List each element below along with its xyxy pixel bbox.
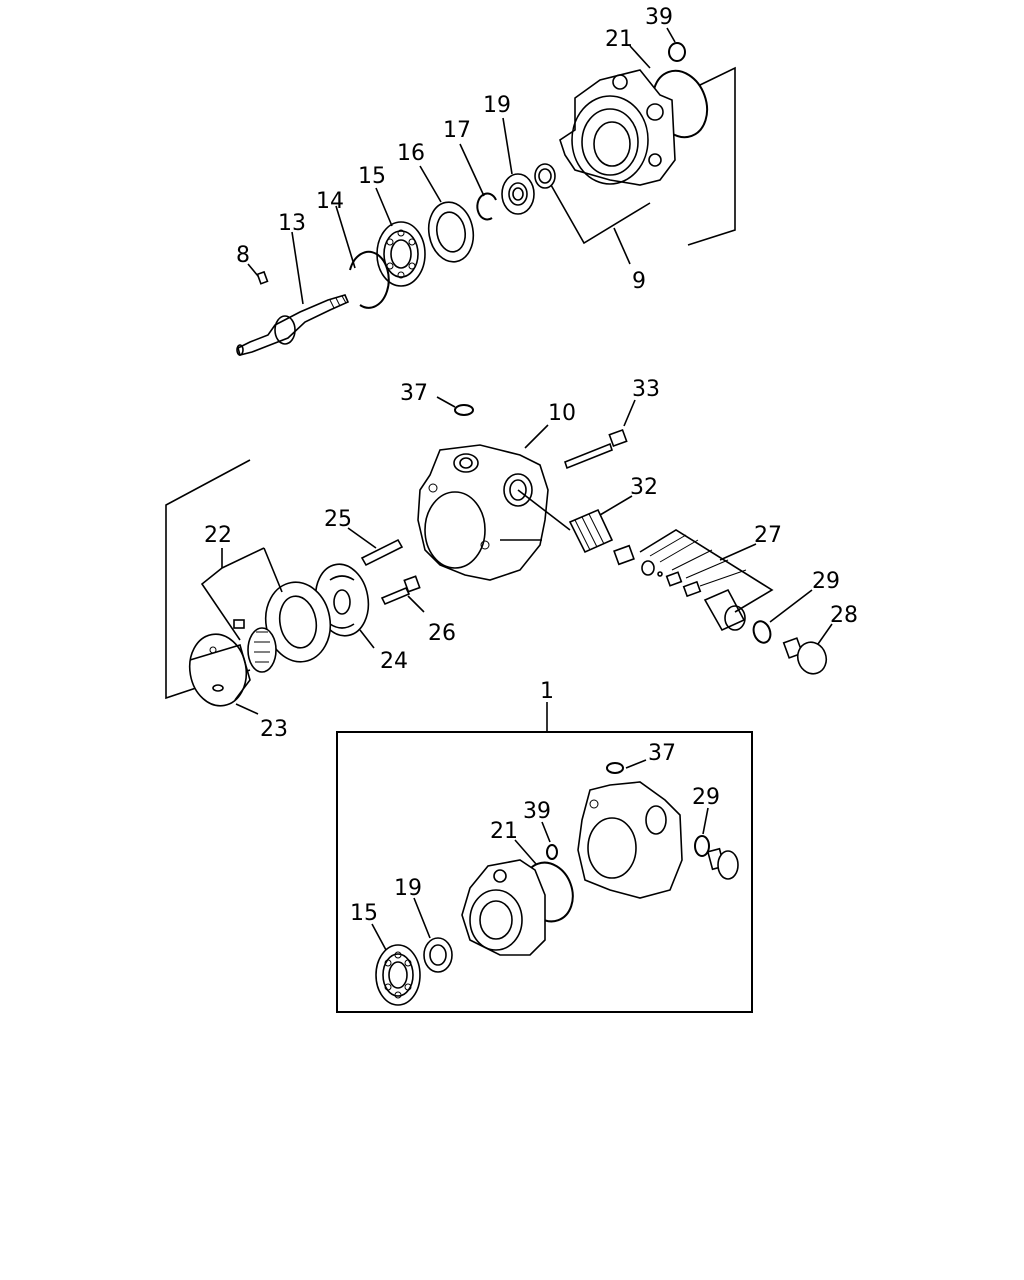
label-16: 16: [397, 141, 425, 166]
label-24: 24: [380, 649, 408, 674]
part-14-snap-ring: [349, 250, 390, 309]
label-29-box: 29: [692, 785, 720, 810]
label-29-mid: 29: [812, 569, 840, 594]
part-27-relief-valve: [613, 544, 746, 632]
part-10-pump-body: [417, 444, 549, 581]
label-1: 1: [540, 679, 554, 704]
label-33: 33: [632, 377, 660, 402]
kit-part-pump-body: [577, 781, 683, 899]
label-25: 25: [324, 507, 352, 532]
label-32: 32: [630, 475, 658, 500]
label-8: 8: [236, 243, 250, 268]
label-23: 23: [260, 717, 288, 742]
part-13-shaft: [236, 294, 350, 356]
middle-assembly: [165, 396, 833, 715]
part-19-bearing: [501, 173, 535, 215]
kit-part-37-oring: [606, 762, 624, 774]
assembly-kit-box: [336, 731, 753, 1013]
kit-part-19-bearing: [423, 937, 453, 973]
label-39-top: 39: [645, 5, 673, 30]
kit-part-15-bearing: [375, 944, 421, 1006]
label-13: 13: [278, 211, 306, 236]
label-27: 27: [754, 523, 782, 548]
label-14: 14: [316, 189, 344, 214]
label-37-top: 37: [400, 381, 428, 406]
label-17: 17: [443, 118, 471, 143]
label-21-box: 21: [490, 819, 518, 844]
part-9-bearing: [534, 163, 556, 189]
label-15-top: 15: [358, 164, 386, 189]
kit-part-rear-cover: [461, 859, 546, 956]
assembly-kit-parts: [371, 759, 739, 1006]
part-22-cam-ring: [264, 581, 332, 663]
label-37-box: 37: [648, 741, 676, 766]
label-10: 10: [548, 401, 576, 426]
part-28-plug: [782, 637, 828, 675]
part-15-bearing: [376, 221, 426, 287]
top-assembly: [236, 27, 736, 356]
part-33-bolt: [564, 428, 628, 470]
part-37-oring: [454, 404, 474, 416]
part-25-pin: [360, 538, 404, 567]
label-39-box: 39: [523, 799, 551, 824]
label-26: 26: [428, 621, 456, 646]
kit-part-29-oring: [694, 835, 710, 857]
part-39-oring: [668, 42, 686, 62]
label-15-box: 15: [350, 901, 378, 926]
part-29-oring: [752, 620, 772, 644]
label-19-box: 19: [394, 876, 422, 901]
kit-part-39-oring: [546, 844, 558, 860]
label-21-top: 21: [605, 27, 633, 52]
label-22: 22: [204, 523, 232, 548]
part-rear-cover: [559, 69, 676, 186]
part-17-snap-ring: [476, 192, 497, 221]
label-9: 9: [632, 269, 646, 294]
kit-part-plug: [706, 847, 739, 880]
part-22-rotor: [233, 619, 277, 673]
part-26-bolt: [380, 575, 421, 606]
label-19-top: 19: [483, 93, 511, 118]
part-32-spring: [568, 508, 614, 554]
part-16-washer: [427, 201, 475, 263]
label-28: 28: [830, 603, 858, 628]
part-8-key: [256, 270, 269, 285]
part-23-front-plate: [188, 633, 251, 707]
